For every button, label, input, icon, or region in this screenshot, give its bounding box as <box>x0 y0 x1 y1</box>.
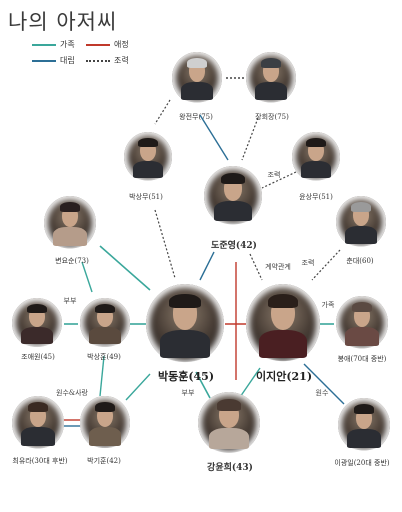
legend-line-love <box>86 44 110 46</box>
photo-wangjeonmu <box>172 52 222 104</box>
name-ganghuna: 강윤희(43) <box>207 463 253 473</box>
relation-label-couple-2: 부부 <box>181 389 195 397</box>
photo-yunsangmu <box>292 132 340 182</box>
photo-chunde <box>336 196 386 248</box>
legend-label-love: 애정 <box>114 40 129 49</box>
legend-line-family <box>32 44 56 46</box>
name-chunde: 춘대(60) <box>346 257 374 265</box>
name-byeonyosun: 변요순(73) <box>55 257 89 265</box>
photo-janghoecheol <box>246 52 296 104</box>
name-wangjeonmu: 왕전무(75) <box>179 113 213 121</box>
photo-ganghuna <box>198 392 260 454</box>
photo-bakgihun <box>80 396 130 450</box>
legend-label-help: 조력 <box>114 56 129 65</box>
edge-wang-baksangmu <box>154 99 171 125</box>
edge-baksangmu-dong <box>154 209 176 279</box>
edge-byeon-sanghun <box>81 261 93 293</box>
name-bongae: 봉애(70대 중반) <box>337 355 387 363</box>
relation-label-family: 가족 <box>321 301 335 309</box>
edge-jang-do <box>241 117 259 161</box>
photo-bakdonghun <box>146 284 224 364</box>
relation-label-couple-1: 부부 <box>63 297 77 305</box>
photo-leejian <box>246 284 320 364</box>
legend-line-conflict <box>32 60 56 62</box>
relation-label-contract: 계약관계 <box>265 263 291 271</box>
edge-byeon-dong <box>99 245 151 291</box>
name-baksanghun: 박상훈(49) <box>87 353 121 361</box>
edge-do-jian <box>249 253 263 281</box>
name-bakgihun: 박기훈(42) <box>87 457 121 465</box>
photo-dojunyeong <box>204 166 262 226</box>
name-leejian: 이지안(21) <box>255 370 313 383</box>
photo-bongae <box>336 296 388 350</box>
legend-line-help <box>86 60 110 62</box>
name-bakdonghun: 박동훈(45) <box>157 370 215 383</box>
diagram-title: 나의 아저씨 <box>8 10 118 34</box>
legend-label-conflict: 대립 <box>60 56 75 65</box>
name-dojunyeong: 도준영(42) <box>211 241 257 251</box>
edge-jian-gwangil <box>303 363 345 405</box>
relation-label-help: 조력 <box>267 171 281 179</box>
name-joaewon: 조애원(45) <box>21 353 55 361</box>
legend-label-family: 가족 <box>60 40 75 49</box>
edge-sanghun-gihun <box>99 355 105 397</box>
name-leegwangil: 이광일(20대 중반) <box>334 459 390 467</box>
name-yunsangmu: 윤상무(51) <box>299 193 333 201</box>
photo-choeyura <box>12 396 64 450</box>
relation-label-enemy: 원수 <box>315 389 329 397</box>
photo-byeonyosun <box>44 196 96 250</box>
photo-leegwangil <box>338 398 390 452</box>
relation-label-enemy-love: 원수&사랑 <box>56 389 88 397</box>
photo-baksanghun <box>80 298 130 348</box>
name-baksangmu: 박상무(51) <box>129 193 163 201</box>
edge-do-dong <box>199 251 215 281</box>
edge-chunde-jian <box>311 249 341 281</box>
edge-wang-do <box>199 114 229 161</box>
edge-dong-gihun <box>125 373 151 401</box>
relation-label-help-2: 조력 <box>301 259 315 267</box>
name-janghoecheol: 장회장(75) <box>255 113 289 121</box>
photo-joaewon <box>12 298 62 348</box>
edge-dong-ganghuna <box>195 371 211 399</box>
photo-baksangmu <box>124 132 172 182</box>
name-choeyura: 최유라(30대 후반) <box>12 457 68 465</box>
